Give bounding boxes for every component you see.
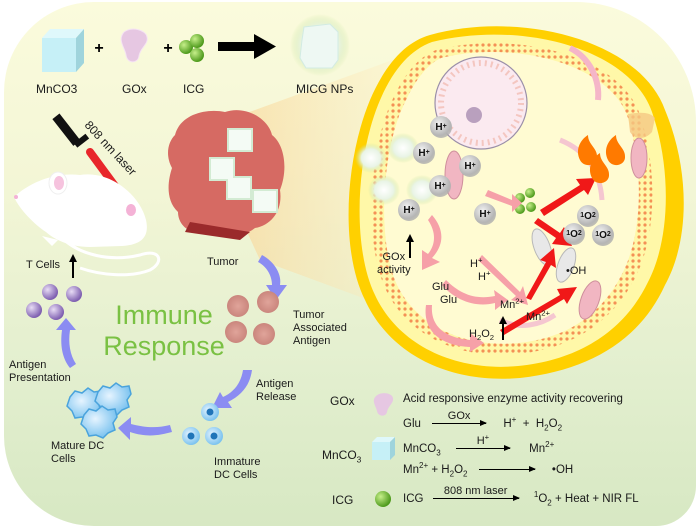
eq-singlet-oxygen: 1O2 xyxy=(533,490,552,508)
mouse-illustration xyxy=(14,171,161,277)
immune-title-line2: Response xyxy=(103,331,225,361)
tumor-associated-antigen-cells xyxy=(225,291,279,345)
eq-products: + Heat + NIR FL xyxy=(551,493,639,505)
eq-mn2: Mn2+ xyxy=(529,440,555,455)
mn-label-2: Mn2+ xyxy=(526,308,551,323)
immature-line2: DC Cells xyxy=(214,469,258,481)
plus-sign: + xyxy=(94,40,103,57)
mnco3-cube-icon xyxy=(42,29,84,72)
gox-activity-line1: GOx xyxy=(382,251,406,263)
eq-over-laser: 808 nm laser xyxy=(443,485,508,498)
mature-line1: Mature DC xyxy=(51,440,105,452)
immature-dc-cells xyxy=(182,403,223,445)
heat-flame-icons xyxy=(577,135,626,184)
t-cells-label: T Cells xyxy=(26,259,61,271)
release-line2: Release xyxy=(256,391,297,403)
mnco3-label-text: MnCO3 xyxy=(36,82,78,96)
legend-icg-sphere-icon xyxy=(375,491,391,507)
taa-label: Tumor Associated Antigen xyxy=(293,309,347,348)
mature-dc-label: Mature DC Cells xyxy=(51,440,104,466)
micg-nps-label: MICG NPs xyxy=(296,82,354,96)
legend-gox-label: GOx xyxy=(330,394,355,408)
immature-line1: Immature xyxy=(214,456,261,468)
mature-dc-cells xyxy=(66,382,132,439)
nucleus xyxy=(434,56,528,150)
eq-over-gox: GOx xyxy=(447,410,471,423)
legend-mnco3-label: MnCO3 xyxy=(322,448,362,465)
icg-label: ICG xyxy=(183,82,205,96)
legend-icg-equation: ICG 808 nm laser 1O2 + Heat + NIR FL xyxy=(403,485,639,508)
reaction-arrow: GOx xyxy=(432,410,488,427)
eq-h-plus: H+ xyxy=(503,415,517,430)
immune-cycle-arrows xyxy=(56,255,287,440)
eq-mnco3: MnCO3 xyxy=(403,443,441,458)
glu-label-1: Glu xyxy=(432,281,450,293)
reaction-arrows xyxy=(422,190,528,352)
increase-arrows xyxy=(69,234,507,340)
taa-line3: Antigen xyxy=(293,335,331,347)
legend-gox-equation: Glu GOx H+ + H2O2 xyxy=(403,410,563,433)
gox-enzyme-icon xyxy=(120,28,148,63)
h2o2-label: H2O2 xyxy=(469,328,495,343)
nanoparticles-entering xyxy=(355,133,438,205)
eq-h2o2: H2O2 xyxy=(535,418,563,433)
taa-line1: Tumor xyxy=(293,309,325,321)
taa-line2: Associated xyxy=(293,322,347,334)
antigen-release-label: Antigen Release xyxy=(256,378,296,404)
gox-activity-label: GOx activity xyxy=(377,251,411,277)
legend-mnco3-equation-2: Mn2+ + H2O2 •OH xyxy=(403,461,574,479)
eq-over-h: H+ xyxy=(476,432,490,448)
gox-activity-line2: activity xyxy=(377,264,411,276)
proton-bubble: H+ xyxy=(413,142,435,164)
proton-bubble: H+ xyxy=(459,155,481,177)
mature-line2: Cells xyxy=(51,453,76,465)
proton-bubble: H+ xyxy=(430,116,452,138)
tumor-label: Tumor xyxy=(207,256,239,268)
immune-response-title: Immune Response xyxy=(94,300,234,362)
product-arrows xyxy=(500,178,596,335)
reaction-arrow: 808 nm laser xyxy=(432,485,520,502)
presentation-line2: Presentation xyxy=(9,372,71,384)
reaction-arrow xyxy=(478,466,536,473)
synthesis-arrow xyxy=(218,34,276,59)
antigen-presentation-label: Antigen Presentation xyxy=(9,359,71,385)
mn-label-1: Mn2+ xyxy=(500,296,525,311)
reaction-arrow: H+ xyxy=(455,433,511,452)
gox-label: GOx xyxy=(122,82,147,96)
glu-label-2: Glu xyxy=(440,294,458,306)
h-plus-label-1: H+ xyxy=(470,255,483,270)
t-cells xyxy=(26,284,82,320)
proton-bubble: H+ xyxy=(474,203,496,225)
eq-icg: ICG xyxy=(403,493,424,505)
eq-glu: Glu xyxy=(403,418,421,430)
micg-nanoparticle-icon xyxy=(290,14,350,76)
legend-gox-description: Acid responsive enzyme activity recoveri… xyxy=(403,393,623,405)
eq-oh: •OH xyxy=(551,464,574,476)
icg-cluster xyxy=(515,188,536,214)
organelles xyxy=(444,45,655,328)
legend-icg-label: ICG xyxy=(332,493,354,507)
tumor-illustration xyxy=(168,110,285,240)
immune-title-line1: Immune xyxy=(115,300,213,330)
presentation-line1: Antigen xyxy=(9,359,47,371)
eq-h2o2-left: H2O2 xyxy=(441,464,468,479)
release-line1: Antigen xyxy=(256,378,294,390)
h-plus-label-2: H+ xyxy=(478,268,491,283)
proton-bubble: H+ xyxy=(398,199,420,221)
icg-spheres-icon xyxy=(179,34,204,62)
immature-dc-label: Immature DC Cells xyxy=(214,456,260,482)
hydroxyl-radical-label: •OH xyxy=(566,265,587,277)
mnco3-label: MnCO3 xyxy=(36,82,77,96)
legend-gox-icon xyxy=(373,393,394,416)
eq-mn2-left: Mn2+ xyxy=(403,461,429,476)
plus-sign: + xyxy=(163,40,172,57)
proton-bubble: H+ xyxy=(429,175,451,197)
legend-mnco3-equation-1: MnCO3 H+ Mn2+ xyxy=(403,433,555,458)
legend-mnco3-cube-icon xyxy=(372,437,395,460)
